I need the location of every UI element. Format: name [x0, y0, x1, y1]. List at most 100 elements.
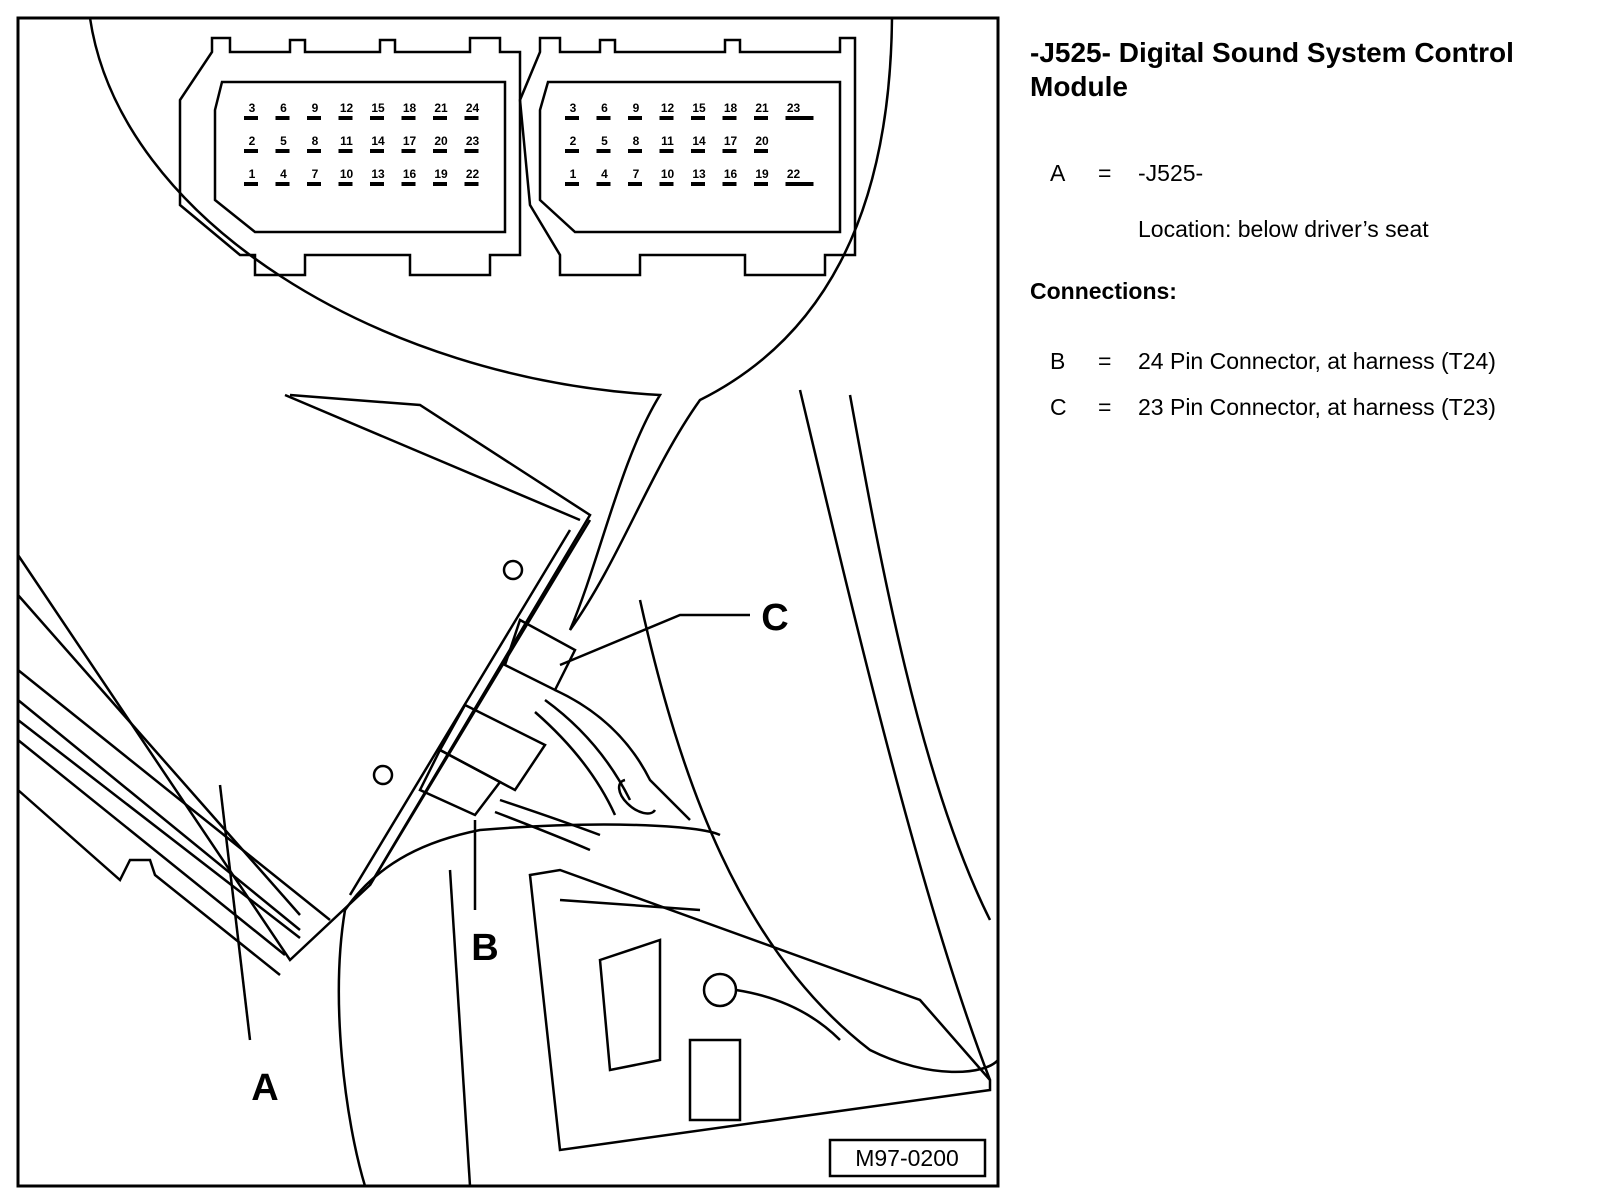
pin-slot: [307, 182, 321, 186]
pin-label: 15: [371, 101, 385, 115]
pin-label: 7: [633, 167, 640, 181]
pin-slot: [565, 182, 579, 186]
pin-slot: [722, 149, 737, 153]
pin-label: 8: [312, 134, 319, 148]
pin-slot: [754, 182, 768, 186]
callout-label-b: B: [471, 927, 498, 969]
pin-slot: [244, 149, 258, 153]
pin-label: 4: [601, 167, 608, 181]
pin-label: 2: [249, 134, 256, 148]
leader-line-c: [559, 613, 750, 667]
harness-connectors: [418, 618, 691, 852]
pin-label: 9: [633, 101, 640, 115]
pin-label: 20: [434, 134, 448, 148]
pin-slot: [401, 149, 416, 153]
pin-label: 18: [403, 101, 417, 115]
magnifier-bubble: [88, 17, 894, 631]
connector-housing-left: [178, 36, 522, 277]
pin-label: 12: [661, 101, 675, 115]
pin-slot: [244, 182, 258, 186]
pin-slot: [628, 116, 642, 120]
pin-label: 4: [280, 167, 287, 181]
pin-label: 17: [403, 134, 417, 148]
diagram-frame: [16, 16, 1000, 1188]
pin-slot: [565, 149, 579, 153]
connections-heading: Connections:: [1030, 278, 1177, 304]
pin-slot: [628, 182, 642, 186]
pin-slot: [244, 116, 258, 120]
legend-title-line2: Module: [1030, 71, 1128, 102]
pin-slot: [722, 182, 737, 186]
legend-key: A: [1050, 160, 1066, 186]
pin-label: 21: [755, 101, 769, 115]
pin-label: 13: [692, 167, 706, 181]
pin-label: 5: [280, 134, 287, 148]
pin-slot: [596, 182, 611, 186]
legend-key: B: [1050, 348, 1066, 374]
control-module: [16, 393, 592, 976]
pin-label: 10: [340, 167, 354, 181]
callout-label-a: A: [251, 1067, 278, 1109]
pin-slot: [691, 182, 705, 186]
pin-label: 11: [661, 134, 674, 148]
pin-label: 13: [371, 167, 385, 181]
pin-label: 12: [340, 101, 354, 115]
pin-slot: [722, 116, 737, 120]
pin-label: 16: [403, 167, 417, 181]
pin-label: 7: [312, 167, 319, 181]
pin-slot: [691, 116, 705, 120]
pin-slot: [464, 116, 479, 120]
legend-value: Location: below driver’s seat: [1138, 216, 1429, 242]
pin-slot: [596, 116, 611, 120]
pin-slot: [275, 182, 290, 186]
pin-slot: [370, 116, 384, 120]
legend-panel: -J525- Digital Sound System Control Modu…: [1030, 36, 1590, 420]
pin-label: 24: [466, 101, 480, 115]
pin-label: 14: [692, 134, 706, 148]
pin-slot: [275, 149, 290, 153]
figure-ref-box: [828, 1138, 987, 1178]
figure-ref-label: M97-0200: [855, 1145, 959, 1171]
connector-housing-right: [518, 36, 857, 277]
pin-label: 17: [724, 134, 738, 148]
pin-slot: [659, 149, 674, 153]
seat-structure: [337, 389, 999, 1187]
pin-label: 10: [661, 167, 675, 181]
pin-label: 9: [312, 101, 319, 115]
pin-slot: [785, 182, 814, 186]
pin-label: 14: [371, 134, 385, 148]
pin-label: 19: [434, 167, 448, 181]
pin-slot: [628, 149, 642, 153]
pin-slot: [659, 182, 674, 186]
pin-slot: [754, 116, 768, 120]
pin-slot: [433, 182, 447, 186]
leader-line-a: [218, 784, 252, 1041]
pin-label: 22: [787, 167, 801, 181]
pin-slot: [275, 116, 290, 120]
legend-value: 23 Pin Connector, at harness (T23): [1138, 394, 1496, 420]
pin-label: 2: [570, 134, 577, 148]
pin-slot: [370, 182, 384, 186]
pin-label: 8: [633, 134, 640, 148]
pin-slot: [433, 116, 447, 120]
legend-value: -J525-: [1138, 160, 1204, 186]
pin-slot: [307, 116, 321, 120]
legend-title-line1: -J525- Digital Sound System Control: [1030, 37, 1514, 68]
legend-equals: =: [1098, 394, 1112, 420]
legend-equals: =: [1098, 348, 1112, 374]
legend-key: C: [1050, 394, 1067, 420]
pin-slot: [596, 149, 611, 153]
pin-label: 21: [434, 101, 448, 115]
pin-slot: [433, 149, 447, 153]
pin-slot: [401, 116, 416, 120]
pin-label: 5: [601, 134, 608, 148]
legend-equals: =: [1098, 160, 1112, 186]
pin-label: 1: [249, 167, 256, 181]
legend-title: -J525- Digital Sound System Control Modu…: [1030, 36, 1590, 104]
callout-label-c: C: [761, 597, 788, 639]
pin-label: 6: [280, 101, 287, 115]
pin-slot: [307, 149, 321, 153]
